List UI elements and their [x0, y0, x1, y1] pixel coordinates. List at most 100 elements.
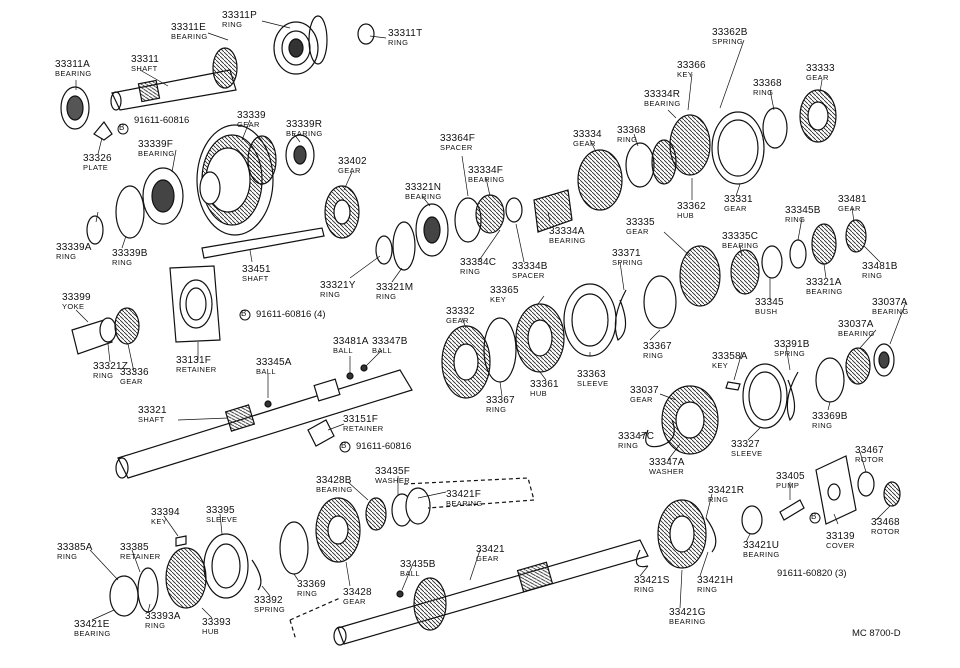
oil-pump-group	[742, 456, 900, 534]
ref-symbol-2: B	[241, 309, 247, 318]
diagram-code: MC 8700-D	[852, 628, 901, 639]
reference-symbols	[118, 124, 820, 523]
ref-note-4: 91611-60820 (3)	[777, 568, 847, 579]
input-shaft-assembly	[61, 16, 374, 140]
ref-symbol-3: B	[341, 441, 347, 450]
ref-note-2: 91611-60816 (4)	[256, 309, 326, 320]
lower-counter-shaft	[290, 500, 716, 645]
ref-note-1: 91611-60816	[134, 115, 190, 126]
mainshaft-gear-row	[442, 220, 866, 398]
upper-mainshaft-bearings	[376, 90, 836, 270]
lower-reverse-group	[110, 478, 534, 616]
leader-lines	[76, 21, 906, 620]
reverse-sleeve-group	[646, 344, 894, 454]
ref-symbol-1: B	[119, 123, 125, 132]
ref-symbol-4: B	[811, 512, 817, 521]
yoke-and-retainer	[72, 266, 220, 354]
